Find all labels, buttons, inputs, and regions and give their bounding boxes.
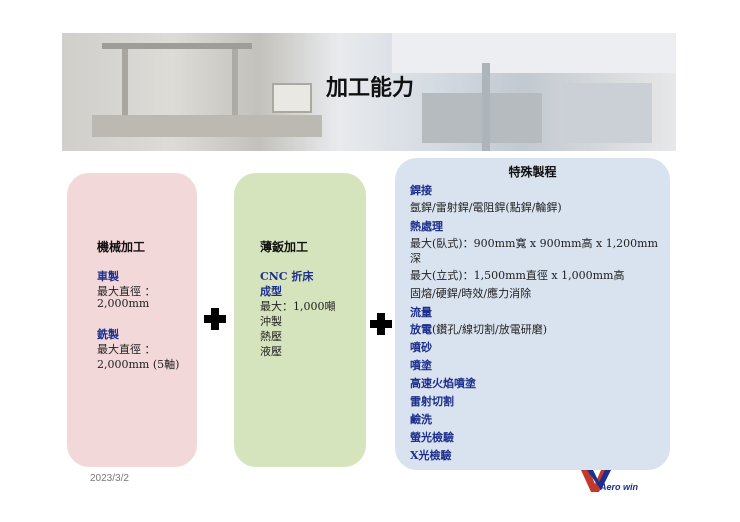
machining-panel [67, 173, 197, 467]
milling-line-2: 2,000mm (5軸) [97, 358, 180, 371]
forming-label: 成型 [260, 285, 282, 298]
edm-detail: (鑽孔/線切割/放電研磨) [432, 323, 547, 336]
welding-line: 氬銲/雷射銲/電阻銲(點銲/輪銲) [410, 201, 562, 214]
sheet-metal-panel [234, 173, 366, 467]
sheet-line-2: 沖製 [260, 315, 282, 328]
milling-label: 銑製 [97, 328, 119, 341]
plus-icon [204, 308, 226, 330]
fluorescent-inspection-label: 螢光檢驗 [410, 431, 454, 444]
heat-treatment-label: 熱處理 [410, 220, 443, 233]
heat-line-2: 深 [410, 252, 421, 265]
hvof-label: 高速火焰噴塗 [410, 377, 476, 390]
heat-line-3: 最大(立式)：1,500mm直徑 x 1,000mm高 [410, 269, 625, 282]
page-title: 加工能力 [325, 75, 414, 101]
edm-label: 放電 [410, 323, 432, 336]
milling-line-1: 最大直徑 ： [97, 343, 156, 356]
turning-label: 車製 [97, 270, 119, 283]
special-process-heading: 特殊製程 [508, 165, 557, 179]
turning-line-2: 2,000mm [97, 297, 150, 310]
sheet-metal-heading: 薄鈑加工 [260, 240, 309, 254]
heat-line-4: 固熔/硬銲/時效/應力消除 [410, 287, 532, 300]
edm-row: 放電(鑽孔/線切割/放電研磨) [410, 321, 547, 337]
special-process-panel [395, 158, 670, 470]
flow-label: 流量 [410, 306, 432, 319]
xray-inspection-label: X光檢驗 [410, 449, 452, 462]
sheet-line-3: 熱壓 [260, 330, 282, 343]
slide-date: 2023/3/2 [90, 473, 129, 484]
sandblasting-label: 噴砂 [410, 341, 432, 354]
spraying-label: 噴塗 [410, 359, 432, 372]
heat-line-1: 最大(臥式)：900mm寬 x 900mm高 x 1,200mm [410, 237, 659, 250]
laser-cutting-label: 雷射切割 [410, 395, 454, 408]
logo-text: Aero win [600, 482, 639, 492]
plus-icon [370, 313, 392, 335]
turning-line-1: 最大直徑 ： [97, 285, 156, 298]
machining-heading: 機械加工 [97, 240, 146, 254]
sheet-line-4: 液壓 [260, 345, 282, 358]
header-banner-photo [62, 33, 676, 151]
sheet-line-1: 最大：1,000噸 [260, 300, 336, 313]
aero-win-logo [581, 470, 611, 492]
alkaline-wash-label: 鹼洗 [410, 413, 432, 426]
welding-label: 銲接 [410, 184, 432, 197]
cnc-label: CNC 折床 [260, 270, 314, 283]
